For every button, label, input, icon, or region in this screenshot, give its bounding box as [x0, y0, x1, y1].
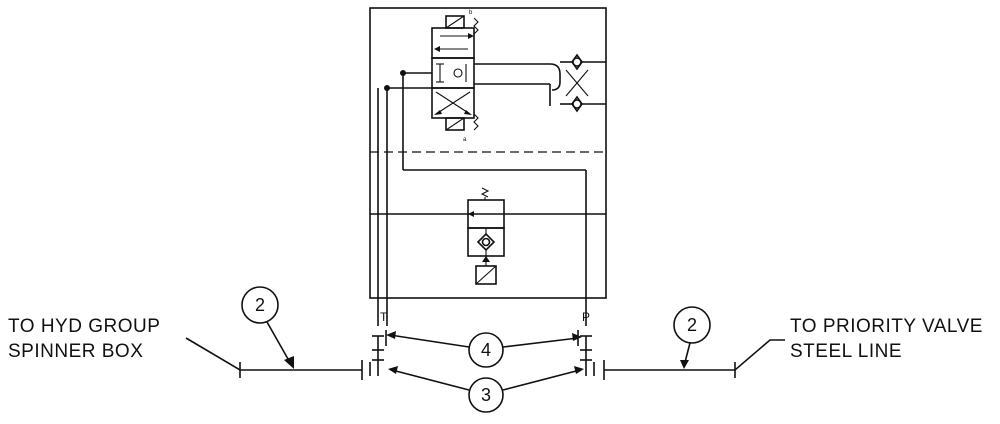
- solenoid-a: a: [445, 117, 467, 143]
- solenoid-b-label: b: [469, 10, 473, 16]
- manifold-block: [369, 7, 607, 299]
- callout-fittings-bottom-number: 3: [481, 385, 491, 405]
- callout-right-hose: 2: [673, 306, 711, 369]
- callout-fittings-top-number: 4: [481, 340, 491, 360]
- solenoid-check-valve: [467, 187, 505, 285]
- pilot-cross-lines: [565, 69, 589, 97]
- port-p-label: P: [582, 310, 590, 324]
- callout-left-hose: 2: [241, 286, 294, 369]
- callout-fittings-bottom: 3: [388, 366, 584, 413]
- work-port-lines: [474, 61, 606, 106]
- pilot-check-valve-lower: [571, 95, 583, 113]
- left-label-line1: TO HYD GROUP: [8, 316, 160, 337]
- left-hose: [185, 337, 362, 378]
- solenoid-b: b: [445, 10, 473, 29]
- spring-bottom: [473, 113, 479, 131]
- right-label-line2: STEEL LINE: [790, 341, 902, 362]
- callout-left-hose-number: 2: [255, 295, 265, 315]
- valve-supply-lines: [377, 70, 587, 326]
- callout-fittings-top: 4: [386, 331, 582, 368]
- callout-right-hose-number: 2: [687, 315, 697, 335]
- tank-port-fittings: [361, 330, 387, 380]
- pressure-port-fittings: [577, 330, 605, 380]
- spring-top: [473, 17, 479, 35]
- right-hose: [604, 339, 785, 378]
- solenoid-a-label: a: [463, 137, 467, 143]
- left-label-line2: SPINNER BOX: [8, 341, 143, 362]
- pilot-check-valve-upper: [571, 53, 583, 71]
- port-t-label: T: [380, 310, 388, 324]
- directional-control-valve: [431, 27, 475, 119]
- right-label-line1: TO PRIORITY VALVE: [790, 316, 983, 337]
